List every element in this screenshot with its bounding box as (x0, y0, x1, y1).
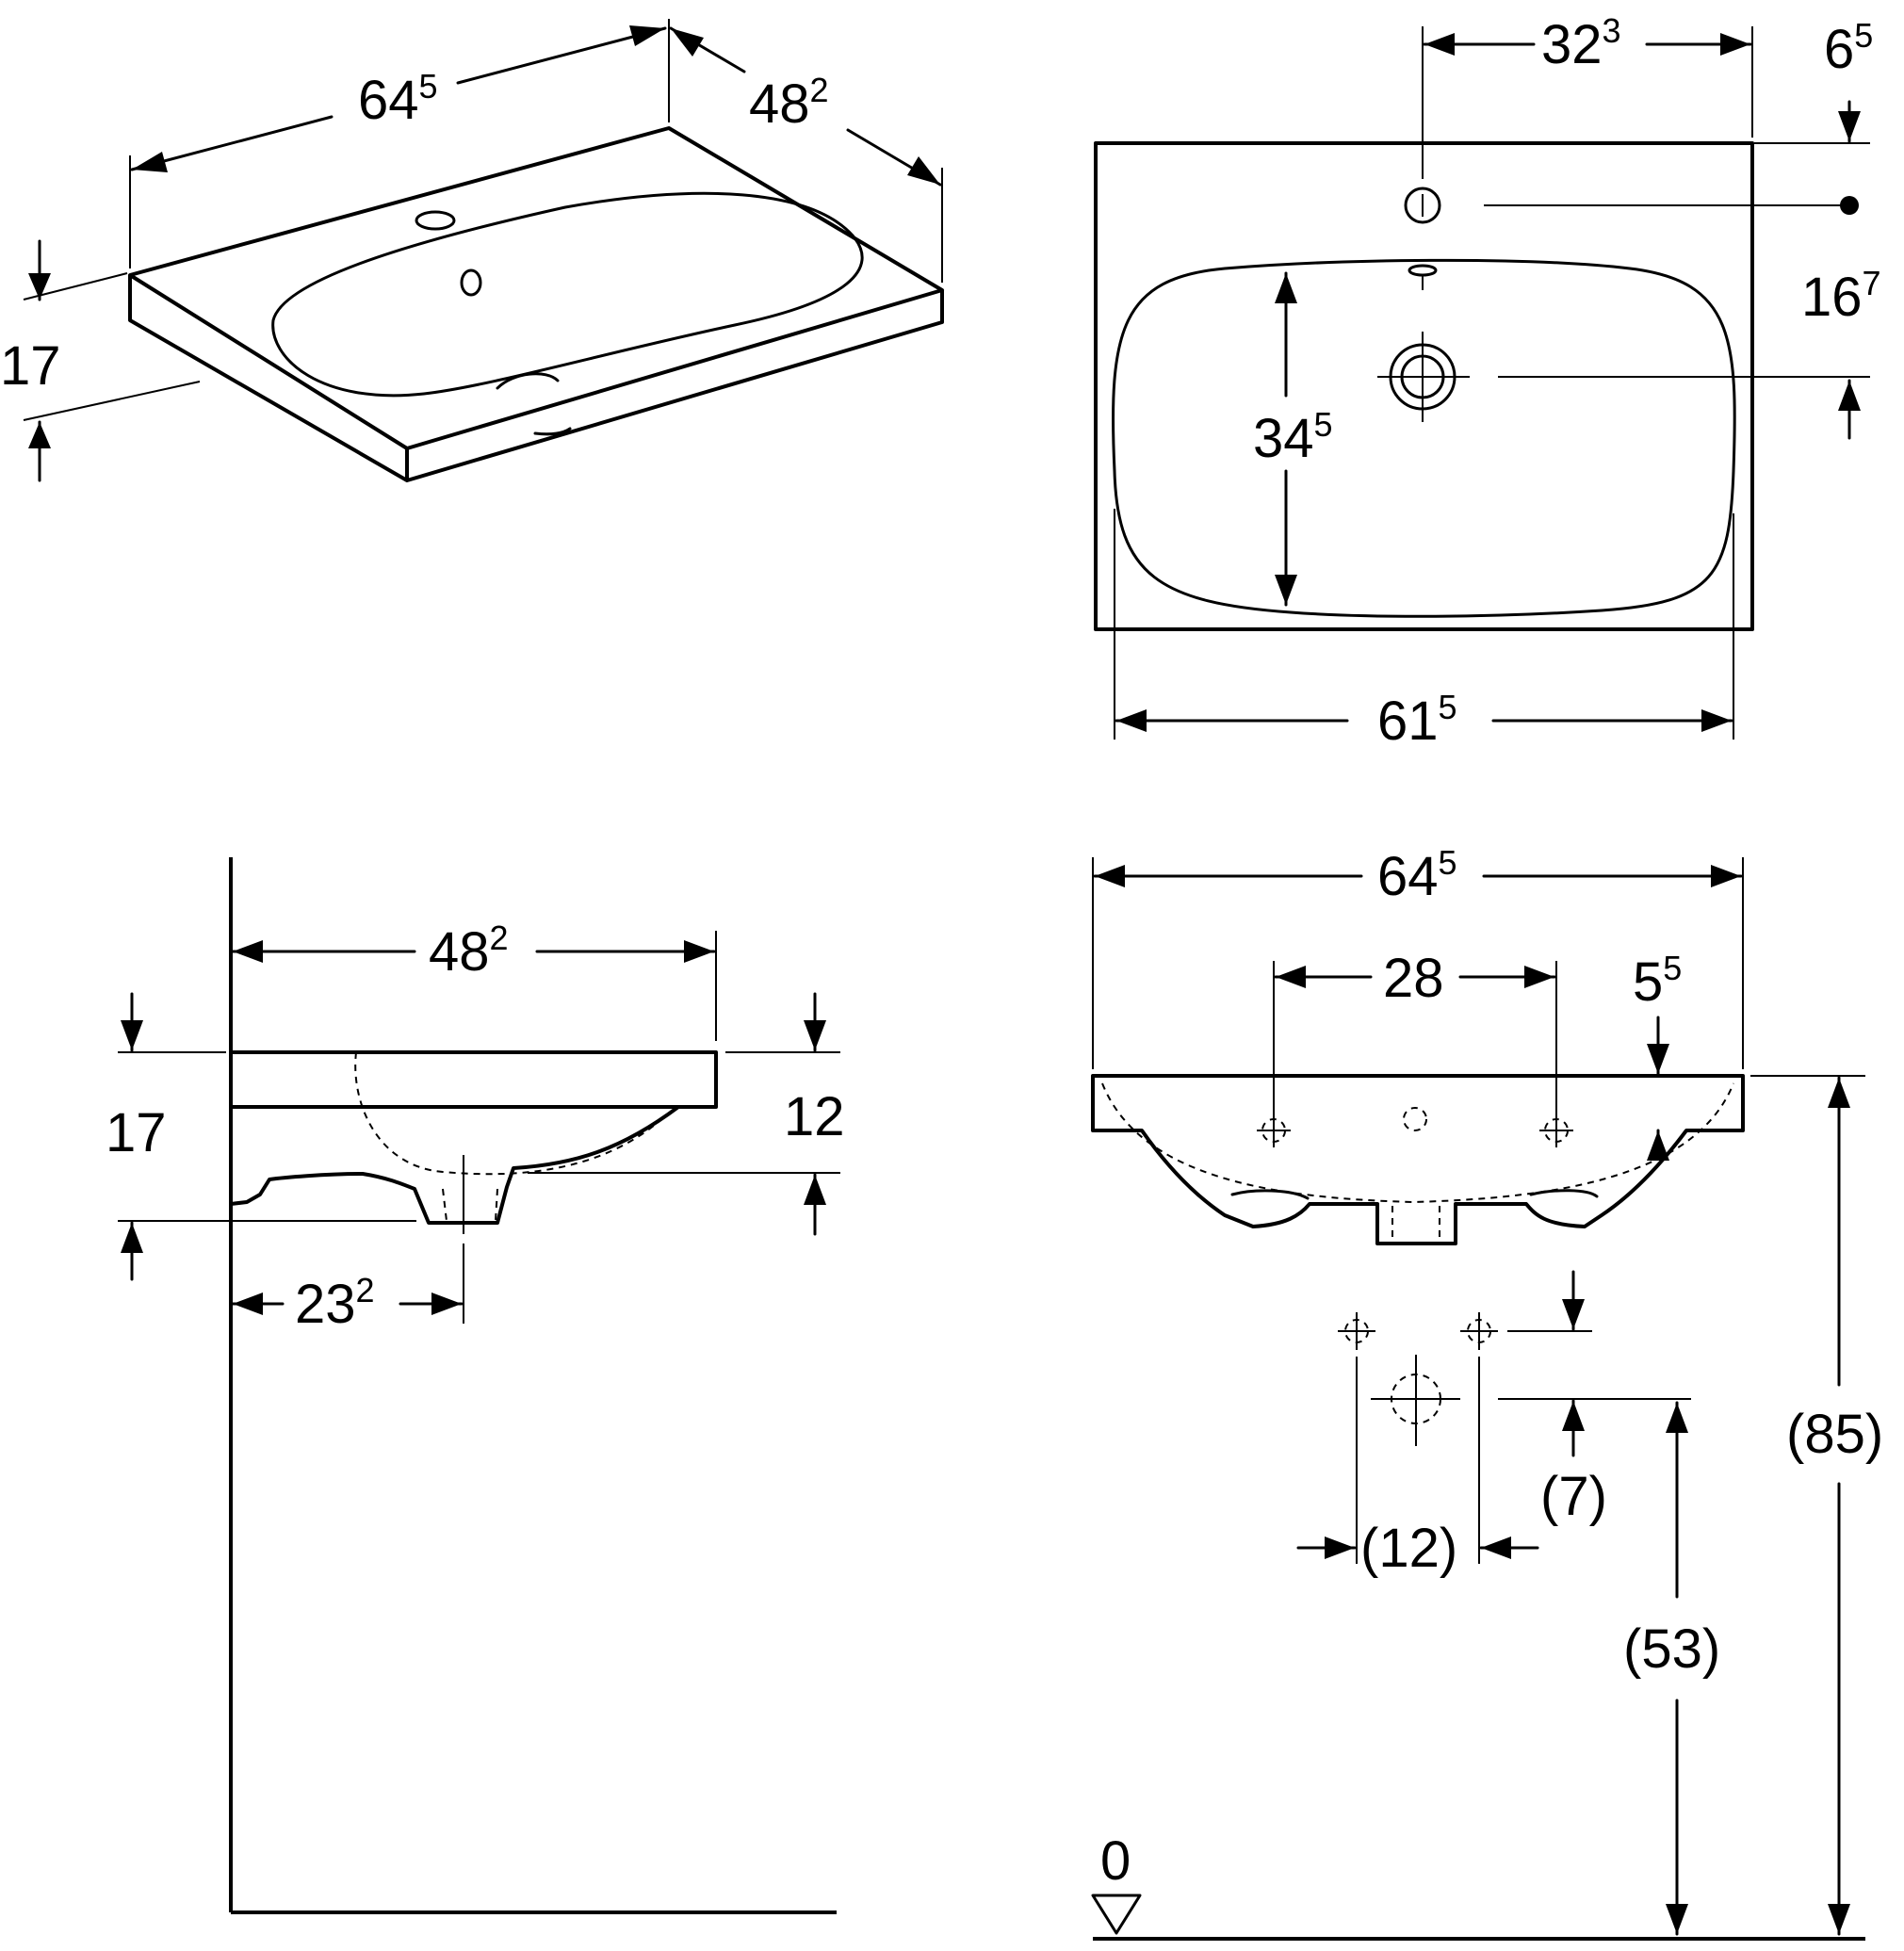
drain-hole (1377, 332, 1470, 422)
plan-bowl-depth-label: 345 (1253, 405, 1333, 469)
perspective-width-dimension: 645 (129, 19, 670, 268)
side-drain-dimension: 232 (231, 1244, 464, 1335)
side-drain-label: 232 (295, 1271, 375, 1335)
basin-front-outline (1091, 1074, 1745, 1245)
supply-connection-symbols (1338, 1312, 1498, 1446)
front-width-label: 645 (1377, 843, 1457, 907)
bowl-plan-outline (1112, 258, 1736, 618)
basin-side-profile (230, 1050, 718, 1225)
side-rim-label: 12 (784, 1086, 845, 1147)
plan-bowl-width-label: 615 (1377, 688, 1457, 752)
plan-tap-to-drain-label: 167 (1801, 264, 1881, 328)
side-depth-label: 482 (429, 919, 509, 983)
plan-bowl-width-dimension: 615 (1114, 509, 1734, 752)
front-total-height-label: (85) (1786, 1404, 1883, 1465)
front-overflow-symbols (1257, 1107, 1573, 1147)
floor-reference: 0 (1091, 1830, 1865, 1941)
perspective-depth-dimension: 482 (669, 26, 943, 283)
front-view: 645 28 55 (1091, 843, 1883, 1941)
front-width-dimension: 645 (1092, 843, 1744, 1069)
front-drain-height-dimension: (53) (1623, 1401, 1720, 1936)
floor-level-label: 0 (1100, 1830, 1131, 1892)
plan-tap-offset-dimension: 65 (1754, 16, 1873, 144)
side-view: 482 17 12 232 (106, 857, 845, 1914)
plan-tap-to-back-label: 323 (1541, 11, 1621, 75)
tap-hole (1404, 187, 1441, 224)
front-overflow-spacing-dimension: 28 (1273, 948, 1557, 1114)
front-rim-offset-label: 55 (1633, 949, 1682, 1013)
front-supply-spacing-label: (12) (1360, 1518, 1457, 1579)
front-supply-drop-dimension: (7) (1498, 1270, 1691, 1527)
overflow-hole (1408, 264, 1438, 277)
perspective-depth-label: 482 (749, 71, 829, 135)
front-supply-spacing-dimension: (12) (1296, 1357, 1539, 1579)
plan-tap-to-drain-dimension: 167 (1484, 196, 1881, 440)
plan-view: 323 65 167 345 (1094, 11, 1881, 752)
basin-perspective-outline (128, 126, 944, 482)
front-drain-height-label: (53) (1623, 1618, 1720, 1680)
front-overflow-spacing-label: 28 (1383, 948, 1444, 1009)
perspective-width-label: 645 (358, 67, 438, 131)
perspective-height-label: 17 (0, 335, 61, 397)
basin-plan-outline (1094, 141, 1754, 631)
side-height-label: 17 (106, 1102, 167, 1163)
plan-tap-to-back-dimension: 323 (1422, 11, 1753, 179)
plan-tap-offset-label: 65 (1824, 16, 1873, 80)
side-height-dimension: 17 (106, 992, 416, 1281)
side-depth-dimension: 482 (231, 919, 717, 1041)
front-rim-offset-dimension: 55 (1633, 949, 1682, 1161)
front-supply-drop-label: (7) (1540, 1466, 1607, 1527)
front-total-height-dimension: (85) (1750, 1075, 1883, 1936)
perspective-height-dimension: 17 (0, 239, 201, 482)
perspective-view: 645 482 17 (0, 19, 944, 482)
side-rim-dimension: 12 (528, 992, 845, 1236)
plan-bowl-depth-dimension: 345 (1253, 271, 1333, 607)
